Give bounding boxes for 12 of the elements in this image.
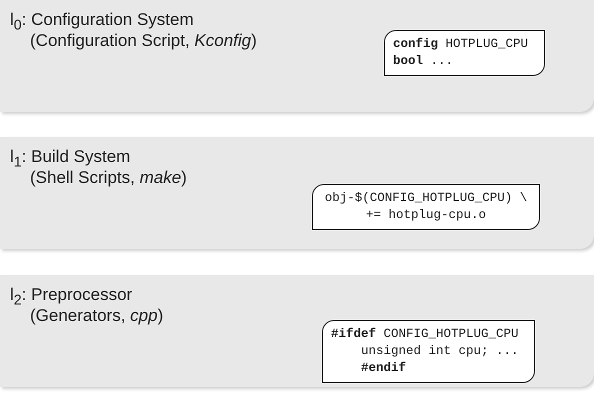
layer-title: l$_{2}$: Preprocessor [10, 285, 132, 308]
layer-subtitle: (Generators, cpp) [30, 306, 164, 326]
layer-subtitle: (Configuration Script, Kconfig) [30, 31, 257, 51]
layer-band [0, 275, 594, 387]
code-snippet: config HOTPLUG_CPU bool ... [384, 30, 545, 76]
layer-title: l$_{0}$: Configuration System [10, 10, 194, 34]
layer-band [0, 137, 594, 249]
code-snippet: #ifdef CONFIG_HOTPLUG_CPU unsigned int cpu; ... #endif [322, 320, 536, 383]
layer-subtitle: (Shell Scripts, make) [30, 168, 187, 188]
code-snippet: obj-$(CONFIG_HOTPLUG_CPU) \ += hotplug-cpu.o [312, 184, 540, 230]
layer-title: l$_{1}$: Build System [10, 147, 130, 170]
layer-band [0, 0, 594, 112]
